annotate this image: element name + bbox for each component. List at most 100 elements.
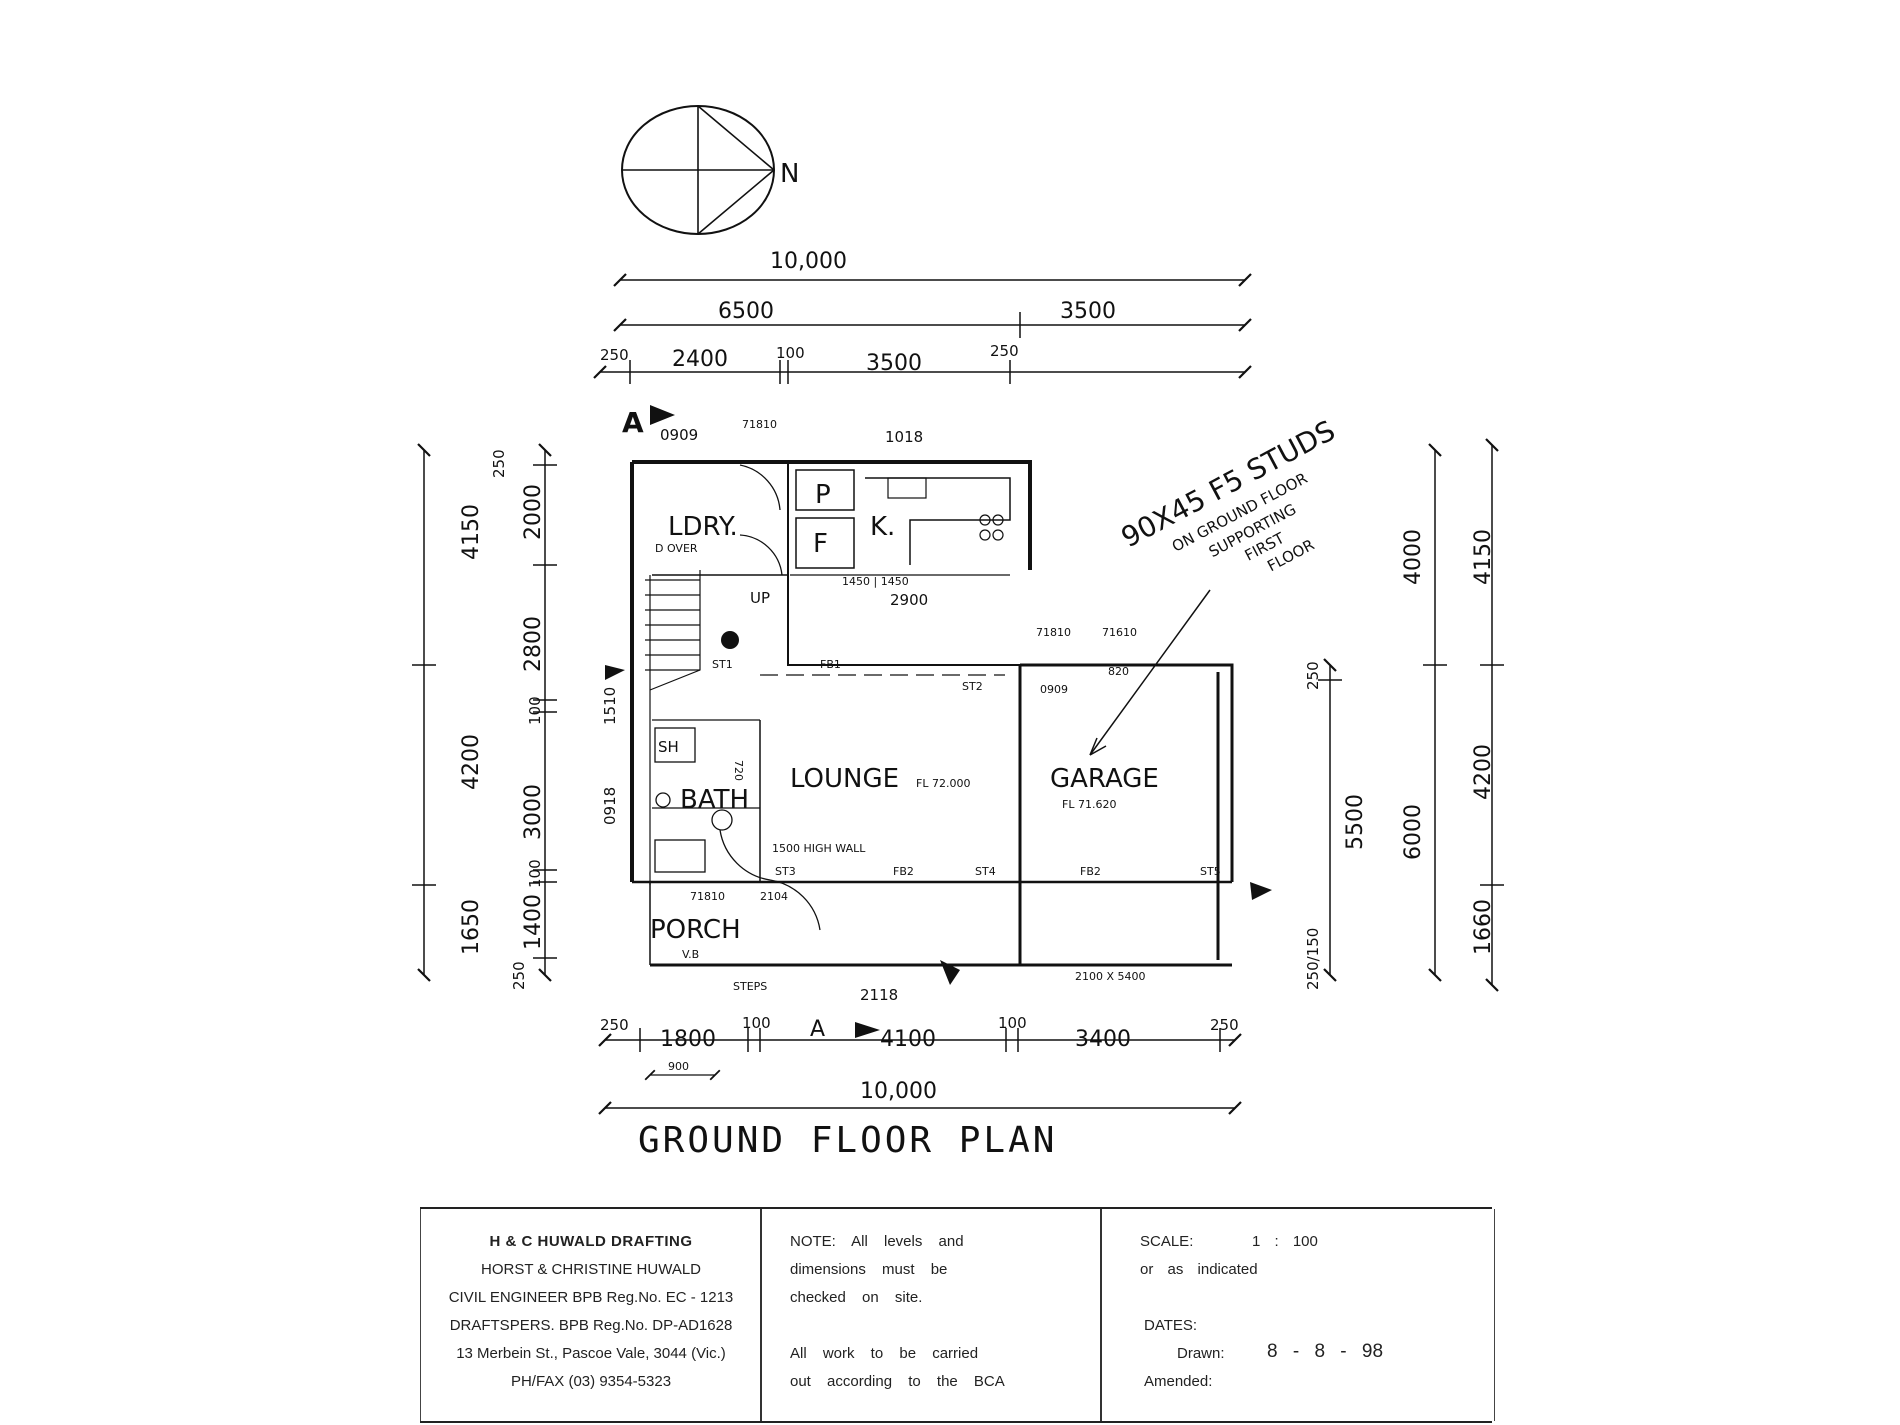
bottom-detail-dim-5: 100 bbox=[998, 1014, 1027, 1032]
room-kitchen: K. bbox=[870, 512, 895, 542]
left-inner-dim-2: 2000 bbox=[521, 484, 546, 540]
bottom-step-dim: 900 bbox=[668, 1060, 689, 1073]
top-detail-dim-2: 2400 bbox=[672, 347, 728, 372]
drawing-notes: NOTE: All levels and dimensions must be … bbox=[760, 1209, 1102, 1421]
firm-phone: PH/FAX (03) 9354-5323 bbox=[510, 1373, 672, 1390]
drawing-title: GROUND FLOOR PLAN bbox=[638, 1120, 1057, 1161]
draftsperson-registration: DRAFTSPERS. BPB Reg.No. DP-AD1628 bbox=[449, 1317, 733, 1334]
left-dimensions: 4150 4200 1650 250 2000 2800 100 3000 10… bbox=[412, 443, 557, 990]
note-line-5: out according to the BCA bbox=[790, 1373, 1005, 1390]
north-label: N bbox=[780, 159, 799, 189]
top-door-label: 0909 bbox=[660, 426, 698, 444]
north-arrow-icon: N bbox=[621, 105, 799, 235]
stud-st5: ST5 bbox=[1200, 865, 1221, 878]
room-laundry: LDRY. bbox=[668, 512, 738, 542]
stud-st3: ST3 bbox=[775, 865, 796, 878]
garage-beam-fb2: FB2 bbox=[1080, 865, 1101, 878]
lounge-beam-fb2: FB2 bbox=[893, 865, 914, 878]
room-pantry: P bbox=[815, 480, 831, 510]
left-inner-dim-7: 1400 bbox=[521, 894, 546, 950]
stud-st2: ST2 bbox=[962, 680, 983, 693]
right-dimensions: 250 5500 250/150 4000 6000 4150 4200 166… bbox=[1304, 438, 1504, 992]
side-window-label: 1510 bbox=[601, 687, 619, 725]
left-outer-dim-2: 4200 bbox=[459, 734, 484, 790]
engineer-registration: CIVIL ENGINEER BPB Reg.No. EC - 1213 bbox=[448, 1289, 734, 1306]
stud-st4: ST4 bbox=[975, 865, 996, 878]
amended-label: Amended: bbox=[1144, 1373, 1213, 1390]
door-720-label: 720 bbox=[732, 760, 745, 781]
top-detail-dim-3: 100 bbox=[776, 344, 805, 362]
drawn-label: Drawn: bbox=[1177, 1345, 1225, 1362]
door-swings bbox=[719, 464, 821, 931]
left-outer-dim-1: 4150 bbox=[459, 504, 484, 560]
firm-name: H & C HUWALD DRAFTING bbox=[489, 1233, 693, 1250]
bottom-detail-dim-7: 250 bbox=[1210, 1016, 1239, 1034]
left-outer-dim-3: 1650 bbox=[459, 899, 484, 955]
staircase bbox=[645, 570, 739, 691]
bottom-detail-dim-1: 250 bbox=[600, 1016, 629, 1034]
bath-fittings bbox=[654, 727, 733, 873]
left-inner-dim-5: 3000 bbox=[521, 784, 546, 840]
firm-address: 13 Merbein St., Pascoe Vale, 3044 (Vic.) bbox=[456, 1345, 726, 1362]
porch-door-label: 2104 bbox=[760, 890, 788, 903]
right-inner-dim-5: 250/150 bbox=[1304, 928, 1322, 990]
stair-up-label: UP bbox=[750, 589, 770, 607]
steps-label: STEPS bbox=[733, 980, 767, 993]
firm-details: H & C HUWALD DRAFTING HORST & CHRISTINE … bbox=[420, 1209, 761, 1421]
top-window-label: 71810 bbox=[742, 418, 777, 431]
lounge-level: FL 72.000 bbox=[916, 777, 970, 790]
room-lounge: LOUNGE bbox=[790, 764, 899, 794]
bottom-detail-dim-3: 100 bbox=[742, 1014, 771, 1032]
kitchen-window-label: 1018 bbox=[885, 428, 923, 446]
room-bath: BATH bbox=[680, 785, 749, 815]
top-split-dim-1: 6500 bbox=[718, 299, 774, 324]
garage-opening-label: 2100 X 5400 bbox=[1075, 970, 1146, 983]
scale-and-dates: SCALE: 1 : 100 or as indicated DATES: Dr… bbox=[1100, 1209, 1495, 1421]
left-inner-dim-4: 100 bbox=[526, 696, 544, 725]
lounge-beam-fb1: FB1 bbox=[820, 658, 841, 671]
note-line-2: dimensions must be bbox=[790, 1261, 948, 1278]
top-split-dim-2: 3500 bbox=[1060, 299, 1116, 324]
drawn-date: 8 - 8 - 98 bbox=[1267, 1341, 1384, 1362]
room-shower: SH bbox=[658, 738, 679, 756]
garage-window-2: 71610 bbox=[1102, 626, 1137, 639]
left-inner-dim-1: 250 bbox=[490, 449, 508, 478]
top-detail-dim-5: 250 bbox=[990, 342, 1019, 360]
room-porch: PORCH bbox=[650, 915, 741, 945]
right-inner-dim-2: 250 bbox=[1304, 661, 1322, 690]
title-block: H & C HUWALD DRAFTING HORST & CHRISTINE … bbox=[420, 1207, 1495, 1423]
right-outer-dim-2: 4200 bbox=[1471, 744, 1496, 800]
top-overall-dim: 10,000 bbox=[770, 249, 847, 274]
bottom-dimensions: 250 1800 100 4100 100 3400 250 900 10,00… bbox=[598, 1014, 1242, 1115]
building-walls bbox=[630, 460, 1234, 967]
garage-door-top-label: 0909 bbox=[1040, 683, 1068, 696]
scale-label: SCALE: bbox=[1140, 1233, 1194, 1250]
kitchen-fittings bbox=[795, 469, 1011, 569]
door-820-label: 820 bbox=[1108, 665, 1129, 678]
bottom-detail-dim-4: 4100 bbox=[880, 1027, 936, 1052]
bottom-detail-dim-6: 3400 bbox=[1075, 1027, 1131, 1052]
right-outer-dim-3: 1660 bbox=[1471, 899, 1496, 955]
porch-note: V.B bbox=[682, 948, 699, 961]
kitchen-bench-dim: 2900 bbox=[890, 591, 928, 609]
right-inner-dim-1: 4000 bbox=[1401, 529, 1426, 585]
lintel-label: 2118 bbox=[860, 986, 898, 1004]
note-line-4: All work to be carried bbox=[790, 1345, 979, 1362]
laundry-note: D OVER bbox=[655, 542, 698, 555]
section-marker-top: A bbox=[622, 406, 644, 439]
left-inner-dim-3: 2800 bbox=[521, 616, 546, 672]
stud-st1: ST1 bbox=[712, 658, 733, 671]
garage-level: FL 71.620 bbox=[1062, 798, 1116, 811]
note-line-3: checked on site. bbox=[790, 1289, 923, 1306]
bottom-overall-dim: 10,000 bbox=[860, 1079, 937, 1104]
bath-side-label: 0918 bbox=[601, 787, 619, 825]
wall-note: 1500 HIGH WALL bbox=[772, 842, 866, 855]
left-inner-dim-8: 250 bbox=[510, 961, 528, 990]
top-detail-dim-1: 250 bbox=[600, 346, 629, 364]
bench-note: 1450 | 1450 bbox=[842, 575, 909, 588]
left-inner-dim-6: 100 bbox=[526, 859, 544, 888]
dates-label: DATES: bbox=[1144, 1317, 1198, 1334]
note-line-1: NOTE: All levels and bbox=[790, 1233, 964, 1250]
top-detail-dim-4: 3500 bbox=[866, 351, 922, 376]
